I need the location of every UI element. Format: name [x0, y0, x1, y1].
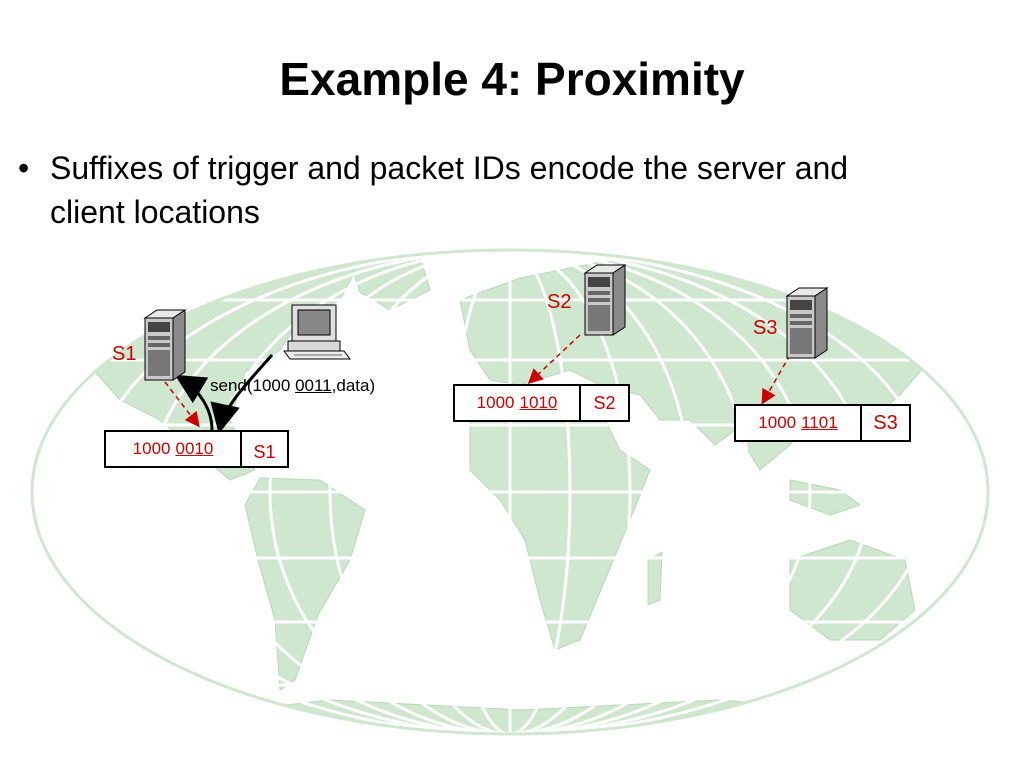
trigger-server: S2	[593, 392, 616, 413]
forward-arrow-to-s1	[174, 374, 214, 431]
trigger-suffix: 1101	[801, 413, 838, 432]
send-suffix: 0011	[295, 376, 332, 395]
bullet-text: Suffixes of trigger and packet IDs encod…	[50, 150, 849, 230]
send-arrow-to-s1	[210, 354, 274, 434]
s1-trigger-link	[164, 381, 200, 428]
trigger-prefix: 1000	[758, 413, 797, 432]
server-tower-icon	[583, 264, 627, 336]
server-tower-icon	[143, 309, 187, 381]
server-label-s1: S1	[112, 343, 137, 365]
server-tower-icon	[785, 287, 829, 359]
s2-trigger-link	[527, 334, 581, 385]
trigger-server: S1	[253, 441, 276, 462]
send-prefix: send(1000	[210, 376, 296, 395]
trigger-server: S3	[873, 411, 898, 434]
send-packet-label: send(1000 0011,data)	[210, 376, 375, 396]
trigger-prefix: 1000	[132, 439, 171, 458]
slide-title: Example 4: Proximity	[279, 53, 745, 105]
trigger-suffix: 1010	[519, 393, 558, 412]
trigger-suffix: 0010	[175, 439, 214, 458]
trigger-prefix: 1000	[476, 393, 515, 412]
server-label-s2: S2	[547, 291, 572, 313]
desktop-computer-icon	[283, 304, 351, 360]
s3-trigger-link	[761, 354, 791, 405]
server-label-s3: S3	[753, 317, 778, 339]
bullet-dot: •	[18, 150, 30, 186]
send-rest: ,data)	[331, 376, 376, 395]
